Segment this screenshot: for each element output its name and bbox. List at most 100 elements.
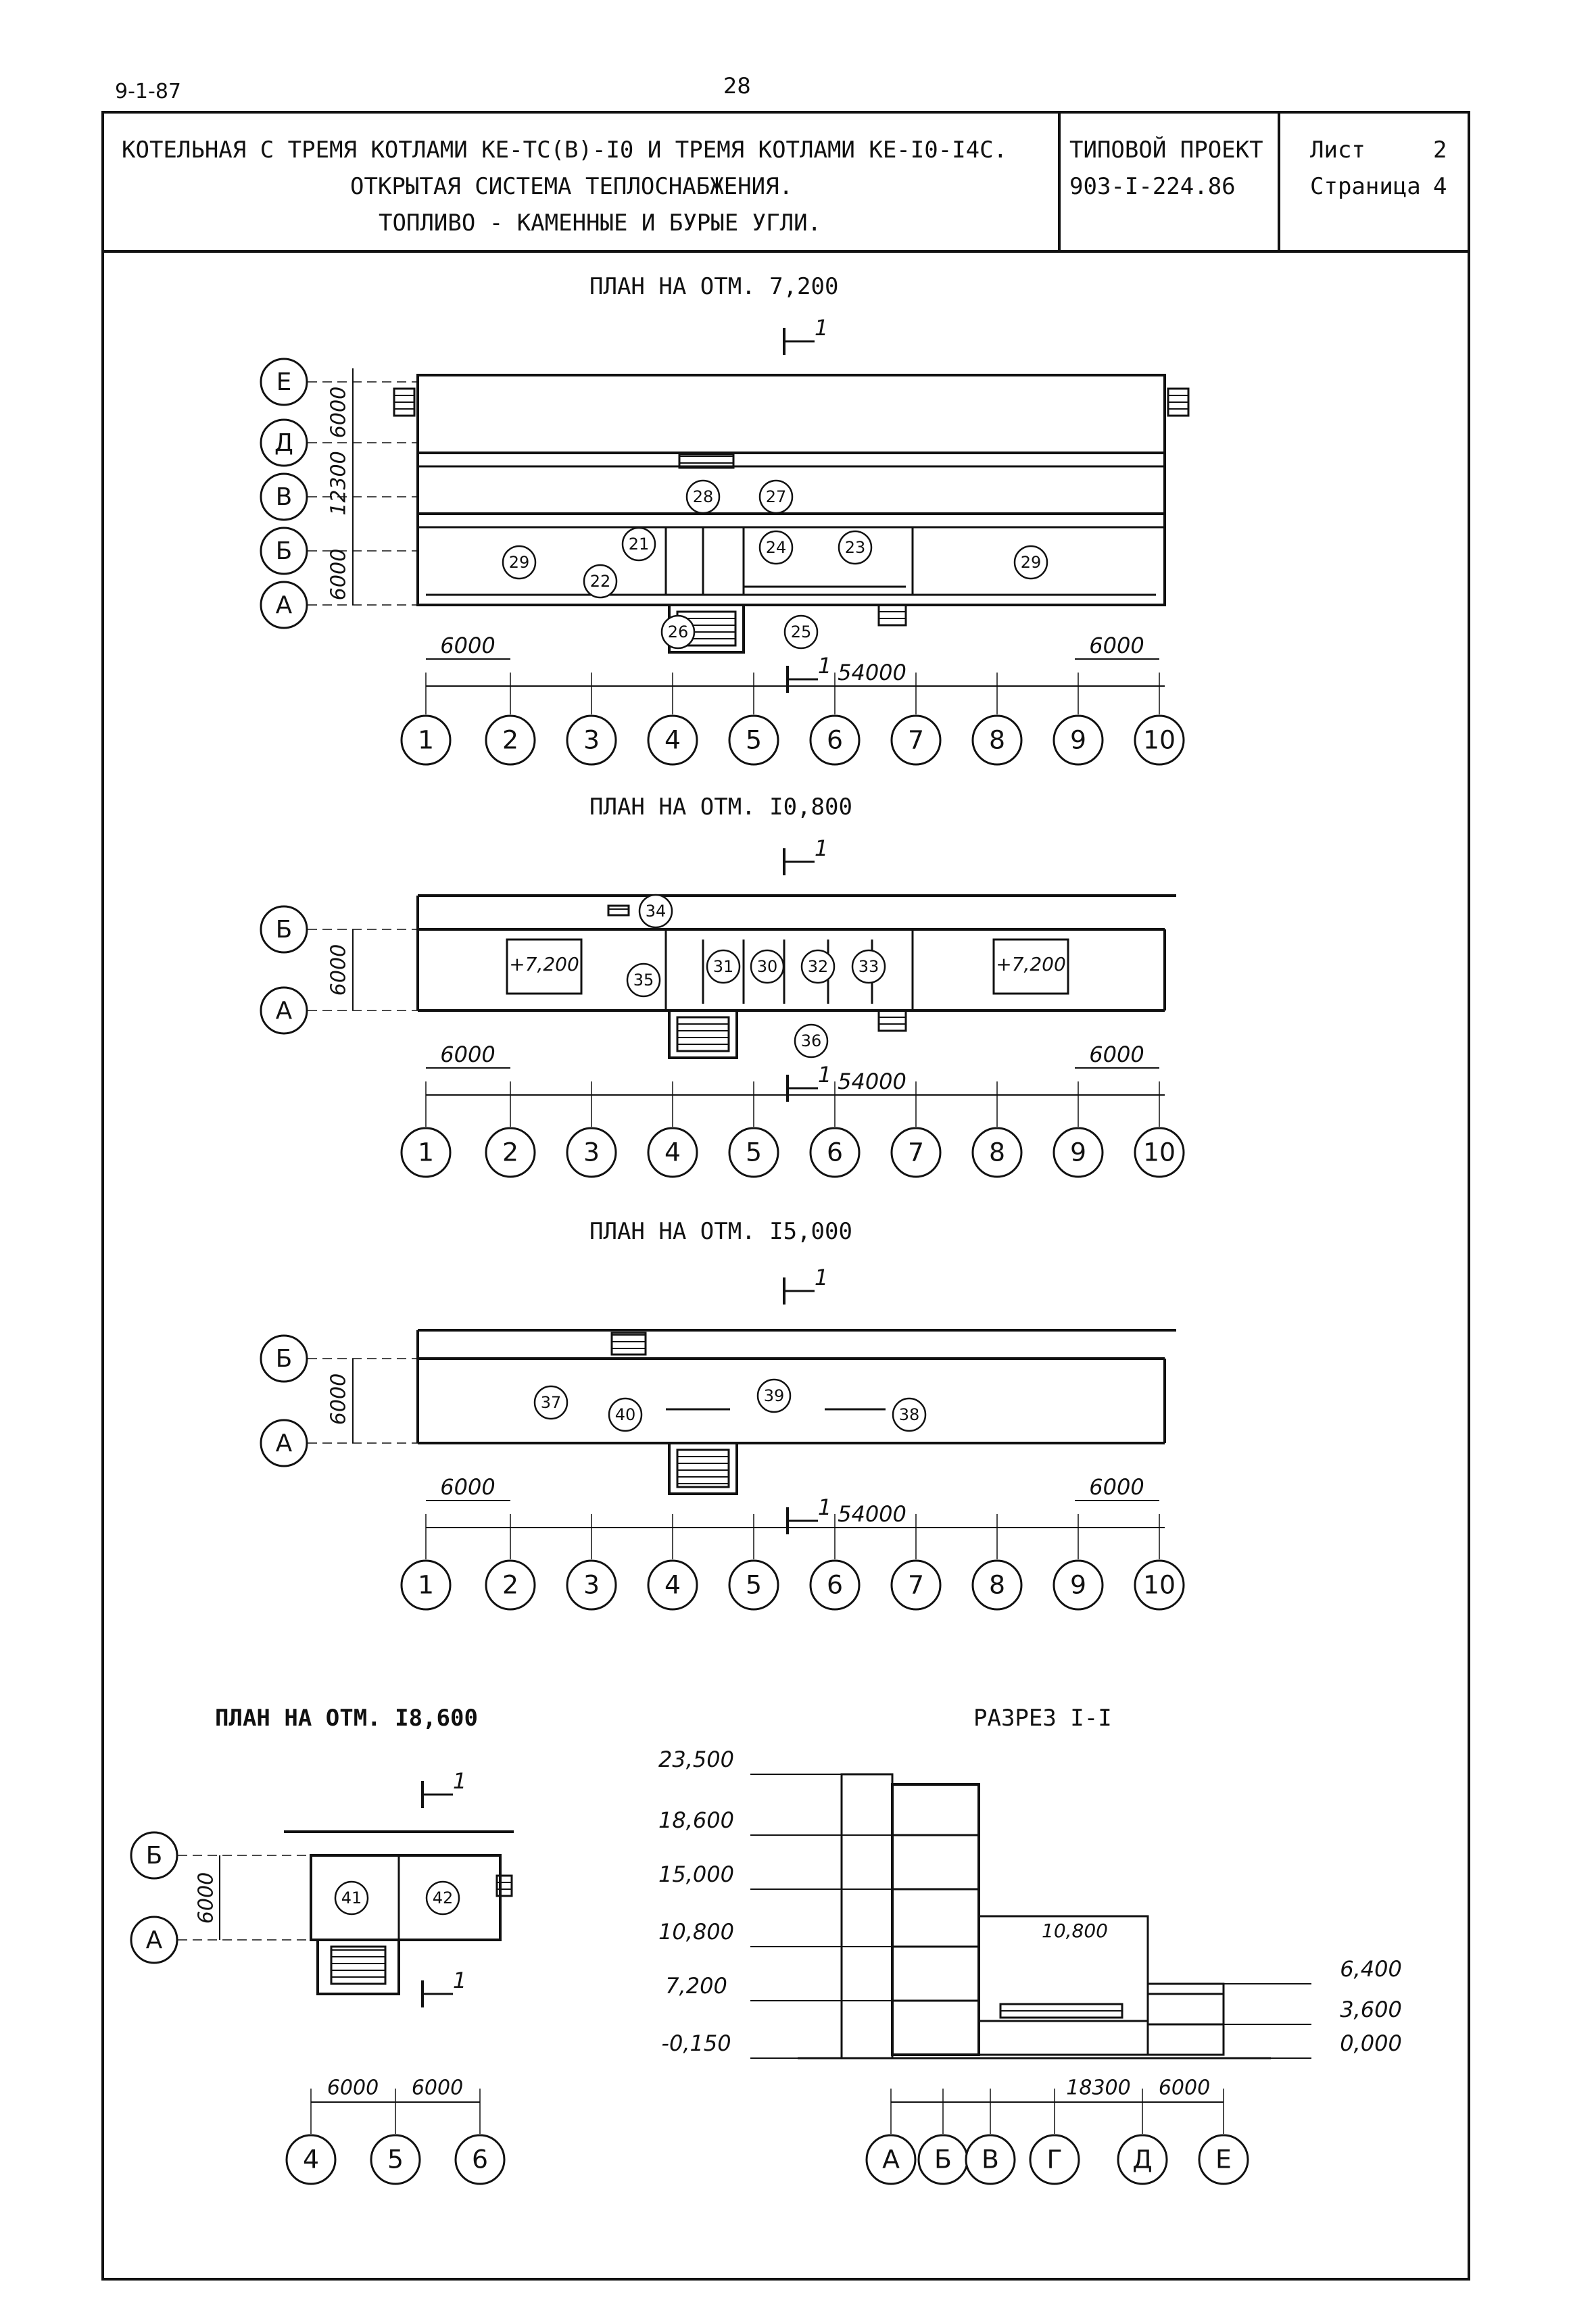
plan-4-section-mark-top: 1 [453, 1768, 466, 1794]
plan-4-room-tag-circle [334, 1880, 369, 1916]
plan-1-room-tag: 23 [845, 538, 866, 557]
page-number: 28 [723, 73, 751, 99]
plan-1-col-axis: 1 [418, 725, 434, 755]
plan-2-stair-core-inner [676, 1016, 730, 1052]
plan-1-col-axis: 7 [908, 725, 924, 755]
plan-2-col-axis-circle [890, 1127, 942, 1178]
plan-1-room-tag: 26 [668, 623, 689, 641]
plan-2-stair-east [877, 1009, 907, 1032]
plan-1-row-axis-circle [260, 418, 308, 467]
plan-1 [352, 368, 1190, 687]
section-axis: А [882, 2145, 900, 2174]
plan-3-room-tag-circle [533, 1385, 569, 1420]
section-axis-circle [1029, 2134, 1080, 2185]
plan-3-total-length: 54000 [838, 1501, 906, 1527]
plan-3-span-left: 6000 [440, 1474, 495, 1500]
section-axis-circle [965, 2134, 1016, 2185]
plan-1-row-dim: 12300 [327, 451, 351, 515]
plan-4-col-axis: 5 [387, 2145, 404, 2174]
plan-2-room-tag-circle [851, 949, 886, 984]
plan-2-section-mark-top: 1 [815, 835, 828, 861]
plan-1-room-tag: 21 [629, 535, 650, 554]
section-annex [1146, 1982, 1225, 2056]
plan-4-col-axis-circle [454, 2134, 506, 2185]
plan-1-title: ПЛАН НА ОТМ. 7,200 [589, 273, 839, 300]
page-label: Страница [1310, 173, 1421, 200]
plan-3-room-tag: 39 [764, 1386, 785, 1405]
plan-3-col-axis: 9 [1070, 1570, 1086, 1600]
plan-1-room-tag: 25 [791, 623, 812, 641]
plan-4-row-dim: 6000 [195, 1872, 218, 1924]
section-elevation-left: -0,150 [661, 2030, 731, 2056]
plan-2-col-axis-circle [971, 1127, 1023, 1178]
plan-2-stair-north [607, 904, 630, 917]
plan-4-col-axis-circle [285, 2134, 337, 2185]
section-axis-circle [1198, 2134, 1249, 2185]
plan-3-row-axis-circle [260, 1334, 308, 1383]
section-axis: Д [1132, 2145, 1153, 2174]
plan-1-room-tag: 28 [693, 487, 714, 506]
plan-2-span-right: 6000 [1089, 1042, 1144, 1067]
section-dim: 6000 [1159, 2076, 1210, 2100]
plan-2-room-tag: 34 [646, 902, 667, 921]
plan-1-row-axis: Е [276, 368, 292, 396]
plan-1-col-axis-circle [1053, 714, 1104, 766]
plan-2-col-axis-circle [728, 1127, 779, 1178]
plan-2-col-axis: 4 [664, 1138, 681, 1167]
plan-3-col-axis: 7 [908, 1570, 924, 1600]
plan-3-room-tag: 37 [541, 1393, 562, 1412]
section-elevation-right: 6,400 [1340, 1956, 1402, 1982]
plan-3-col-axis: 2 [502, 1570, 518, 1600]
plan-1-col-axis: 8 [989, 725, 1005, 755]
plan-3-section-mark-bottom: 1 [818, 1494, 831, 1520]
plan-4-room-tag: 42 [433, 1888, 454, 1907]
plan-1-col-axis-circle [890, 714, 942, 766]
project-label: ТИПОВОЙ ПРОЕКТ [1069, 137, 1263, 164]
section-boiler-hall-equipment [999, 2003, 1123, 2019]
plan-2-col-axis: 5 [746, 1138, 762, 1167]
plan-1-outer-wall [416, 374, 1166, 606]
section-axis: Е [1215, 2145, 1232, 2174]
plan-4-col-dim: 6000 [412, 2076, 463, 2100]
section-axis-circle [1117, 2134, 1168, 2185]
plan-4-outer-wall [310, 1854, 502, 1941]
sheet-label: Лист [1310, 137, 1365, 164]
plan-3-col-axis-circle [728, 1559, 779, 1611]
plan-4-row-axis: А [146, 1926, 163, 1954]
plan-1-room-tag: 27 [766, 487, 787, 506]
plan-2-title: ПЛАН НА ОТМ. I0,800 [589, 794, 852, 821]
plan-3 [352, 1329, 1176, 1528]
plan-3-col-axis-circle [890, 1559, 942, 1611]
plan-1-span-left: 6000 [440, 633, 495, 658]
plan-2-row-axis-circle [260, 905, 308, 954]
plan-3-room-tag-circle [892, 1397, 927, 1432]
plan-4-row-axis-circle [130, 1831, 178, 1880]
plan-1-col-axis-circle [728, 714, 779, 766]
plan-1-room-tag-circle [838, 530, 873, 565]
plan-2-col-axis: 3 [583, 1138, 600, 1167]
plan-4-stair-side [495, 1874, 513, 1897]
plan-1-room-tag-circle [783, 614, 819, 650]
plan-3-room-tag: 40 [615, 1405, 636, 1424]
section-elevation-left: 18,600 [658, 1807, 734, 1833]
plan-2-room-tag: 36 [801, 1031, 822, 1050]
plan-2-col-axis-circle [485, 1127, 536, 1178]
plan-1-col-axis-circle [647, 714, 698, 766]
plan-2-room-tag-circle [794, 1023, 829, 1058]
plan-1-row-axis: Д [274, 429, 293, 457]
plan-2-room-tag-circle [750, 949, 785, 984]
plan-2-section-mark-bottom: 1 [818, 1062, 831, 1088]
plan-1-room-tag-circle [583, 564, 618, 599]
section-frame [891, 1783, 980, 2056]
plan-1-total-length: 54000 [838, 660, 906, 685]
section-elevation-right: 0,000 [1340, 2030, 1402, 2056]
plan-1-col-axis-circle [809, 714, 861, 766]
plan-3-span-right: 6000 [1089, 1474, 1144, 1500]
plan-3-room-tag-circle [756, 1378, 792, 1413]
plan-2-col-axis: 2 [502, 1138, 518, 1167]
plan-1-row-axis: В [276, 483, 292, 511]
section-axis: Г [1046, 2145, 1062, 2174]
plan-1-stair-east [877, 604, 907, 627]
plan-3-col-axis-circle [566, 1559, 617, 1611]
